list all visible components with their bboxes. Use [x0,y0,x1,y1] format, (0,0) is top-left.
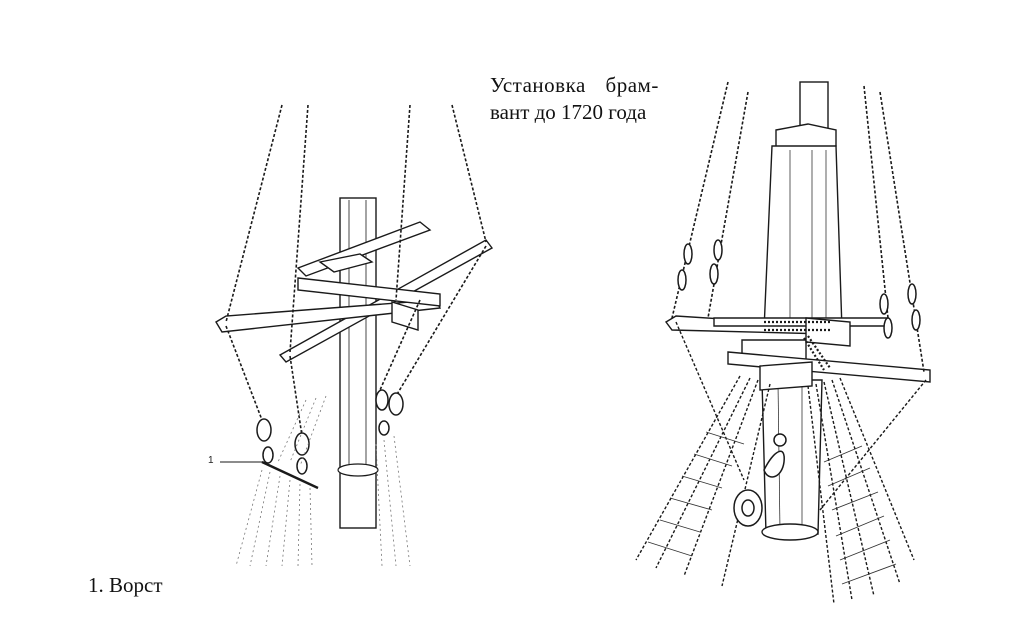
left-drawing [215,104,494,567]
left-shrouds [225,104,487,437]
figure-title: Установка брам- вант до 1720 года [490,72,700,126]
figure-title-line-2: вант до 1720 года [490,100,647,124]
right-topmast [763,81,843,331]
figure-title-line-1: Установка брам- [490,73,659,97]
right-block [733,433,787,527]
left-ratlines [235,395,411,567]
left-futtock-bar [261,460,319,490]
right-crosstrees [664,315,931,391]
left-crosstree-upper [215,221,494,363]
left-deadeyes [256,389,404,475]
right-ratlines [647,431,897,585]
figure-caption: 1. Ворст [88,573,163,597]
right-deadeyes [677,239,921,339]
right-lower-shrouds [635,321,927,605]
right-lower-mast [761,379,823,541]
right-lashings [764,320,832,371]
right-drawing [635,81,931,605]
callout-number: 1 [208,455,214,466]
